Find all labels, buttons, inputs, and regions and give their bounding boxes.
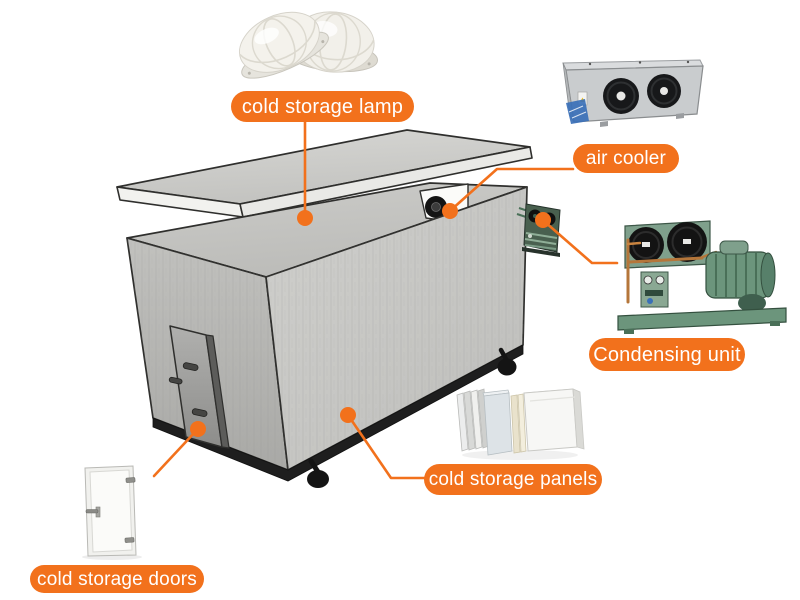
wall-mounted-condensing-unit bbox=[516, 203, 561, 257]
cold-room-lid bbox=[116, 129, 533, 218]
caster-wheels bbox=[307, 347, 517, 488]
air-cooler-photo bbox=[562, 59, 704, 127]
cold-room-door-drawing bbox=[168, 325, 230, 449]
lamp-photo bbox=[238, 11, 379, 79]
label-condensing-unit: Condensing unit bbox=[589, 338, 745, 371]
annotation-panels bbox=[340, 407, 426, 480]
condensing-unit-fan bbox=[667, 222, 707, 262]
annotation-air-cooler bbox=[442, 167, 575, 219]
cold-room-body bbox=[126, 182, 561, 488]
air-cooler-fan bbox=[647, 74, 681, 108]
annotation-lamp bbox=[297, 120, 313, 226]
label-air-cooler: air cooler bbox=[573, 144, 679, 173]
air-cooler-fan bbox=[603, 78, 639, 114]
condensing-unit-fan bbox=[628, 227, 664, 263]
door-handle bbox=[85, 506, 101, 518]
label-cold-storage-doors: cold storage doors bbox=[30, 565, 204, 593]
label-cold-storage-panels: cold storage panels bbox=[424, 464, 602, 495]
annotation-condensing-unit bbox=[535, 212, 619, 265]
label-cold-storage-lamp: cold storage lamp bbox=[231, 91, 414, 122]
annotation-dot-condensing-unit bbox=[535, 212, 551, 228]
cold-room-drawing bbox=[116, 129, 561, 488]
annotation-dot-panels bbox=[340, 407, 356, 423]
panels-photo bbox=[456, 388, 585, 460]
annotation-dot-lamp bbox=[297, 210, 313, 226]
annotation-dot-doors bbox=[190, 421, 206, 437]
door-photo bbox=[82, 465, 142, 560]
annotation-doors bbox=[152, 421, 206, 478]
annotation-dot-air-cooler bbox=[442, 203, 458, 219]
condensing-unit-photo bbox=[617, 220, 787, 334]
